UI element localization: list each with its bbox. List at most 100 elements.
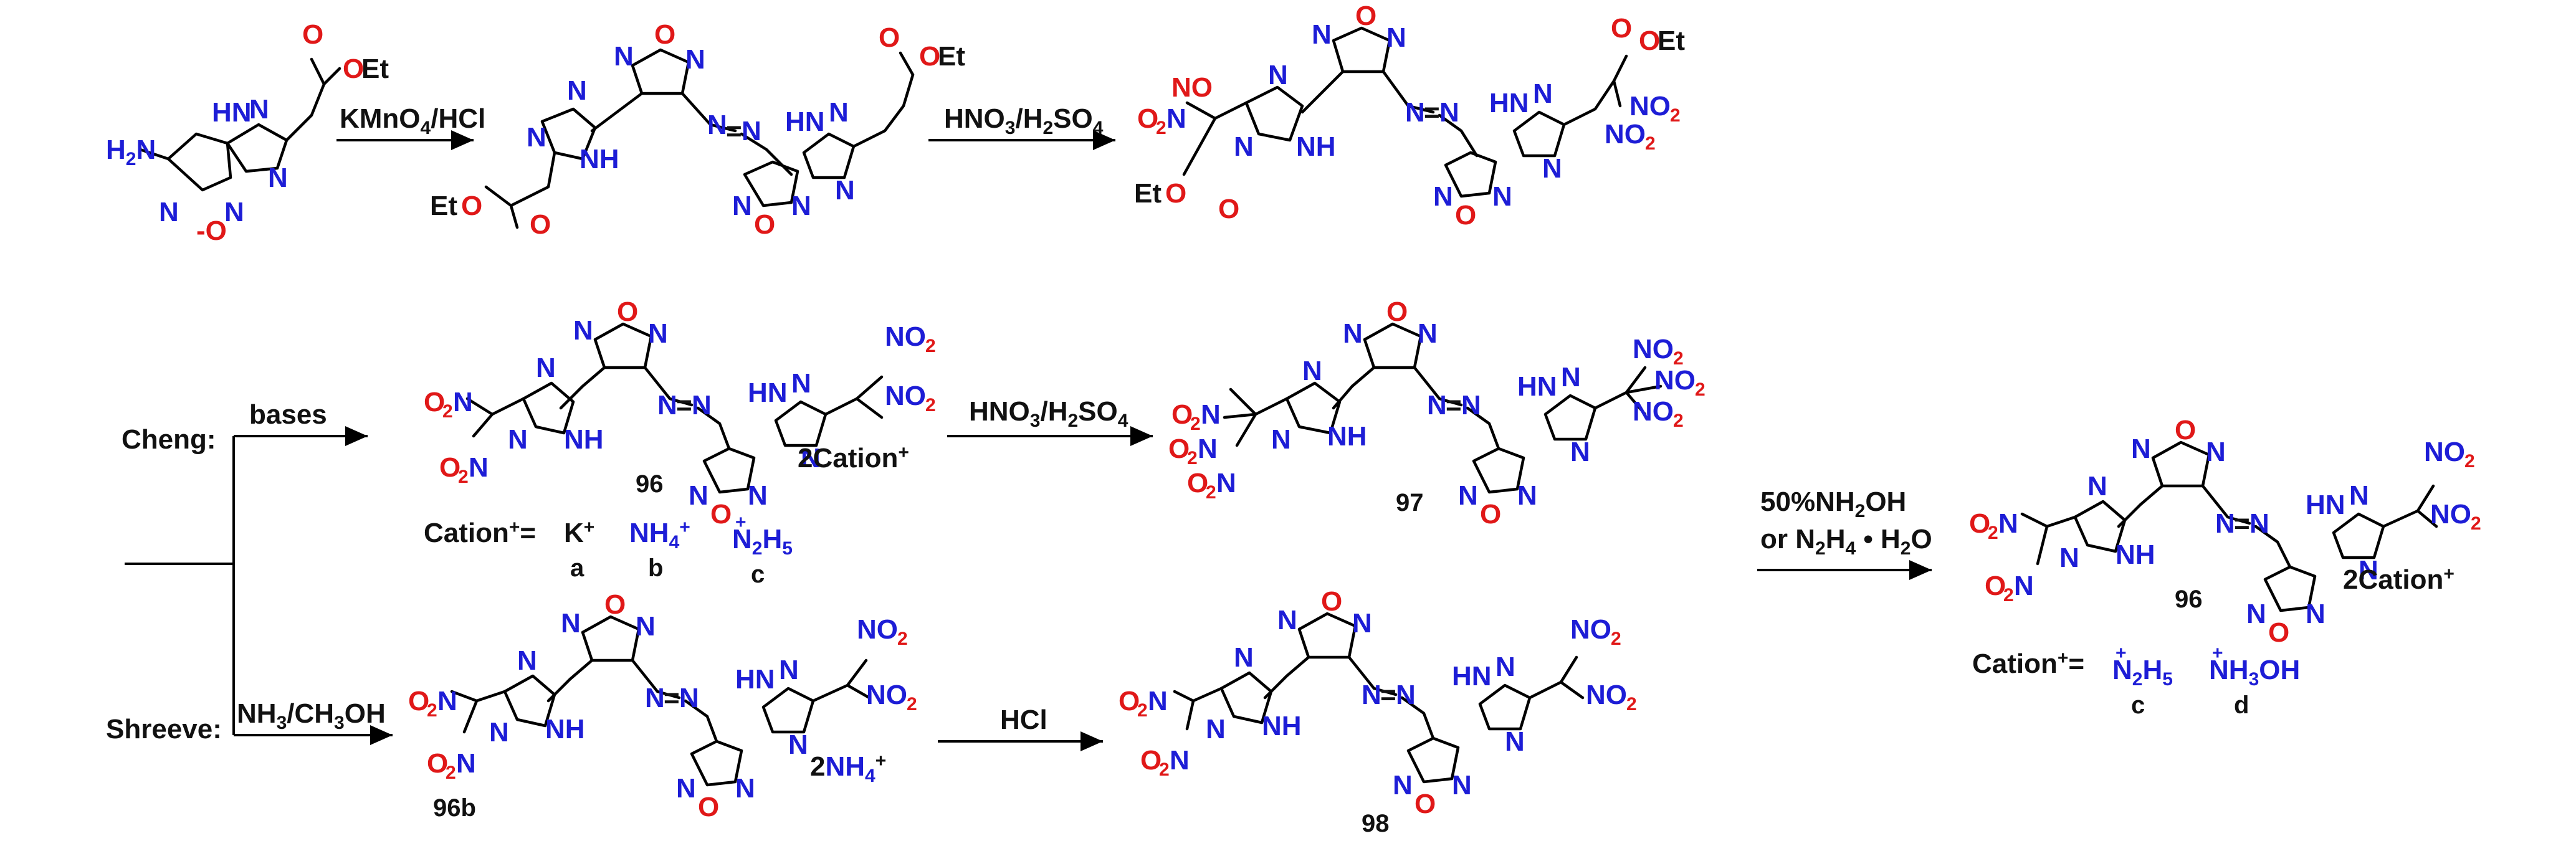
compound-number-97: 97 — [1396, 489, 1424, 516]
svg-text:2: 2 — [1673, 411, 1684, 431]
compound-number-96: 96 — [636, 470, 664, 498]
svg-text:2: 2 — [442, 401, 453, 422]
svg-text:HN: HN — [1452, 661, 1492, 692]
svg-text:N: N — [517, 645, 537, 676]
cation-n2h5: +N2H5 — [732, 512, 793, 559]
svg-text:N: N — [614, 41, 634, 72]
svg-text:O: O — [408, 686, 429, 716]
svg-text:N: N — [1393, 770, 1413, 801]
svg-text:N: N — [453, 387, 473, 417]
reagent-step2: HNO3/H2SO4 — [944, 103, 1104, 138]
svg-text:2: 2 — [427, 700, 437, 721]
svg-text:2: 2 — [458, 467, 469, 487]
cation-final-n2h5: +N2H5 — [2112, 643, 2173, 690]
svg-text:N: N — [835, 175, 855, 206]
svg-text:O: O — [302, 19, 323, 50]
svg-text:N: N — [791, 368, 811, 399]
svg-text:N: N — [1452, 770, 1472, 801]
svg-text:O: O — [424, 387, 445, 417]
svg-text:O: O — [1355, 1, 1376, 31]
svg-text:Et: Et — [430, 191, 457, 221]
svg-text:NO: NO — [1171, 72, 1213, 103]
svg-text:N: N — [2215, 508, 2235, 539]
svg-text:2: 2 — [1156, 118, 1166, 138]
svg-text:NO: NO — [1654, 365, 1696, 396]
cation-header-mid: Cation+= — [424, 517, 536, 548]
cation-nh4: NH4+ — [629, 517, 690, 553]
reagent-final-line2: or N2H4 • H2O — [1760, 524, 1932, 559]
svg-text:NO: NO — [866, 680, 907, 710]
svg-text:N: N — [2349, 480, 2369, 511]
svg-text:NO: NO — [2430, 499, 2471, 530]
svg-text:N: N — [748, 480, 768, 511]
svg-text:2: 2 — [1206, 482, 1216, 503]
svg-text:O: O — [1985, 571, 2006, 601]
svg-text:O: O — [530, 209, 551, 240]
svg-text:N: N — [685, 44, 705, 75]
svg-text:O: O — [754, 209, 775, 240]
svg-text:N: N — [573, 315, 593, 346]
svg-text:NO: NO — [885, 321, 926, 352]
svg-text:N: N — [159, 197, 179, 227]
svg-text:N: N — [1234, 131, 1254, 162]
svg-text:N: N — [2359, 555, 2378, 586]
svg-text:HN: HN — [748, 378, 788, 408]
svg-text:N: N — [1439, 97, 1459, 128]
cation-header-final: Cation+= — [1972, 648, 2084, 679]
cation-final-letter-c: c — [2131, 692, 2145, 719]
svg-text:O: O — [2175, 415, 2196, 445]
svg-text:O: O — [1639, 26, 1660, 56]
svg-text:2: 2 — [907, 694, 917, 715]
svg-text:N: N — [1362, 680, 1381, 710]
svg-text:N: N — [742, 116, 761, 146]
svg-text:N: N — [657, 390, 677, 421]
two-cation-label: 2Cation+ — [798, 442, 909, 473]
svg-text:2: 2 — [1645, 133, 1656, 154]
svg-text:=: = — [664, 683, 680, 713]
svg-text:N: N — [249, 94, 269, 125]
svg-text:N: N — [1561, 362, 1581, 392]
svg-text:O: O — [461, 191, 482, 221]
svg-text:NO: NO — [2424, 437, 2465, 467]
svg-text:O: O — [1119, 686, 1140, 716]
svg-text:HN: HN — [1489, 88, 1529, 118]
svg-text:N: N — [1312, 19, 1332, 50]
svg-text:N: N — [561, 608, 581, 639]
svg-text:O: O — [1455, 200, 1476, 231]
svg-text:2: 2 — [897, 629, 908, 649]
svg-text:N: N — [788, 730, 808, 760]
svg-text:NO: NO — [857, 614, 898, 645]
cation-letter-b: b — [648, 554, 663, 582]
svg-text:N: N — [1458, 480, 1478, 511]
svg-text:N: N — [1433, 181, 1453, 212]
svg-text:Et: Et — [938, 41, 965, 72]
svg-text:NH: NH — [580, 144, 619, 174]
svg-text:N: N — [1148, 686, 1168, 716]
svg-text:N: N — [735, 773, 755, 804]
svg-text:O: O — [1218, 194, 1239, 224]
svg-text:NH: NH — [545, 714, 585, 744]
svg-text:Et: Et — [361, 54, 389, 84]
cation-k: K+ — [564, 517, 594, 548]
svg-text:HN: HN — [785, 107, 825, 137]
svg-text:NO: NO — [885, 381, 926, 411]
svg-text:=: = — [1424, 97, 1440, 128]
svg-text:N: N — [645, 683, 665, 713]
svg-text:2: 2 — [1190, 414, 1201, 434]
svg-text:O: O — [1187, 468, 1208, 498]
svg-text:O: O — [1165, 178, 1186, 209]
svg-text:2: 2 — [1670, 105, 1681, 126]
svg-text:N: N — [1461, 390, 1481, 421]
svg-text:N: N — [1998, 508, 2018, 539]
compound-number-96-final: 96 — [2175, 586, 2203, 613]
starting-material-structure: H2N N N -O HN N N O O Et — [106, 19, 389, 246]
svg-text:NH: NH — [1262, 711, 1302, 741]
svg-text:N: N — [1216, 468, 1236, 498]
svg-text:N: N — [1427, 390, 1447, 421]
svg-text:O: O — [2268, 617, 2289, 648]
cation-letter-c: c — [751, 561, 765, 588]
svg-text:2: 2 — [2464, 451, 2475, 472]
